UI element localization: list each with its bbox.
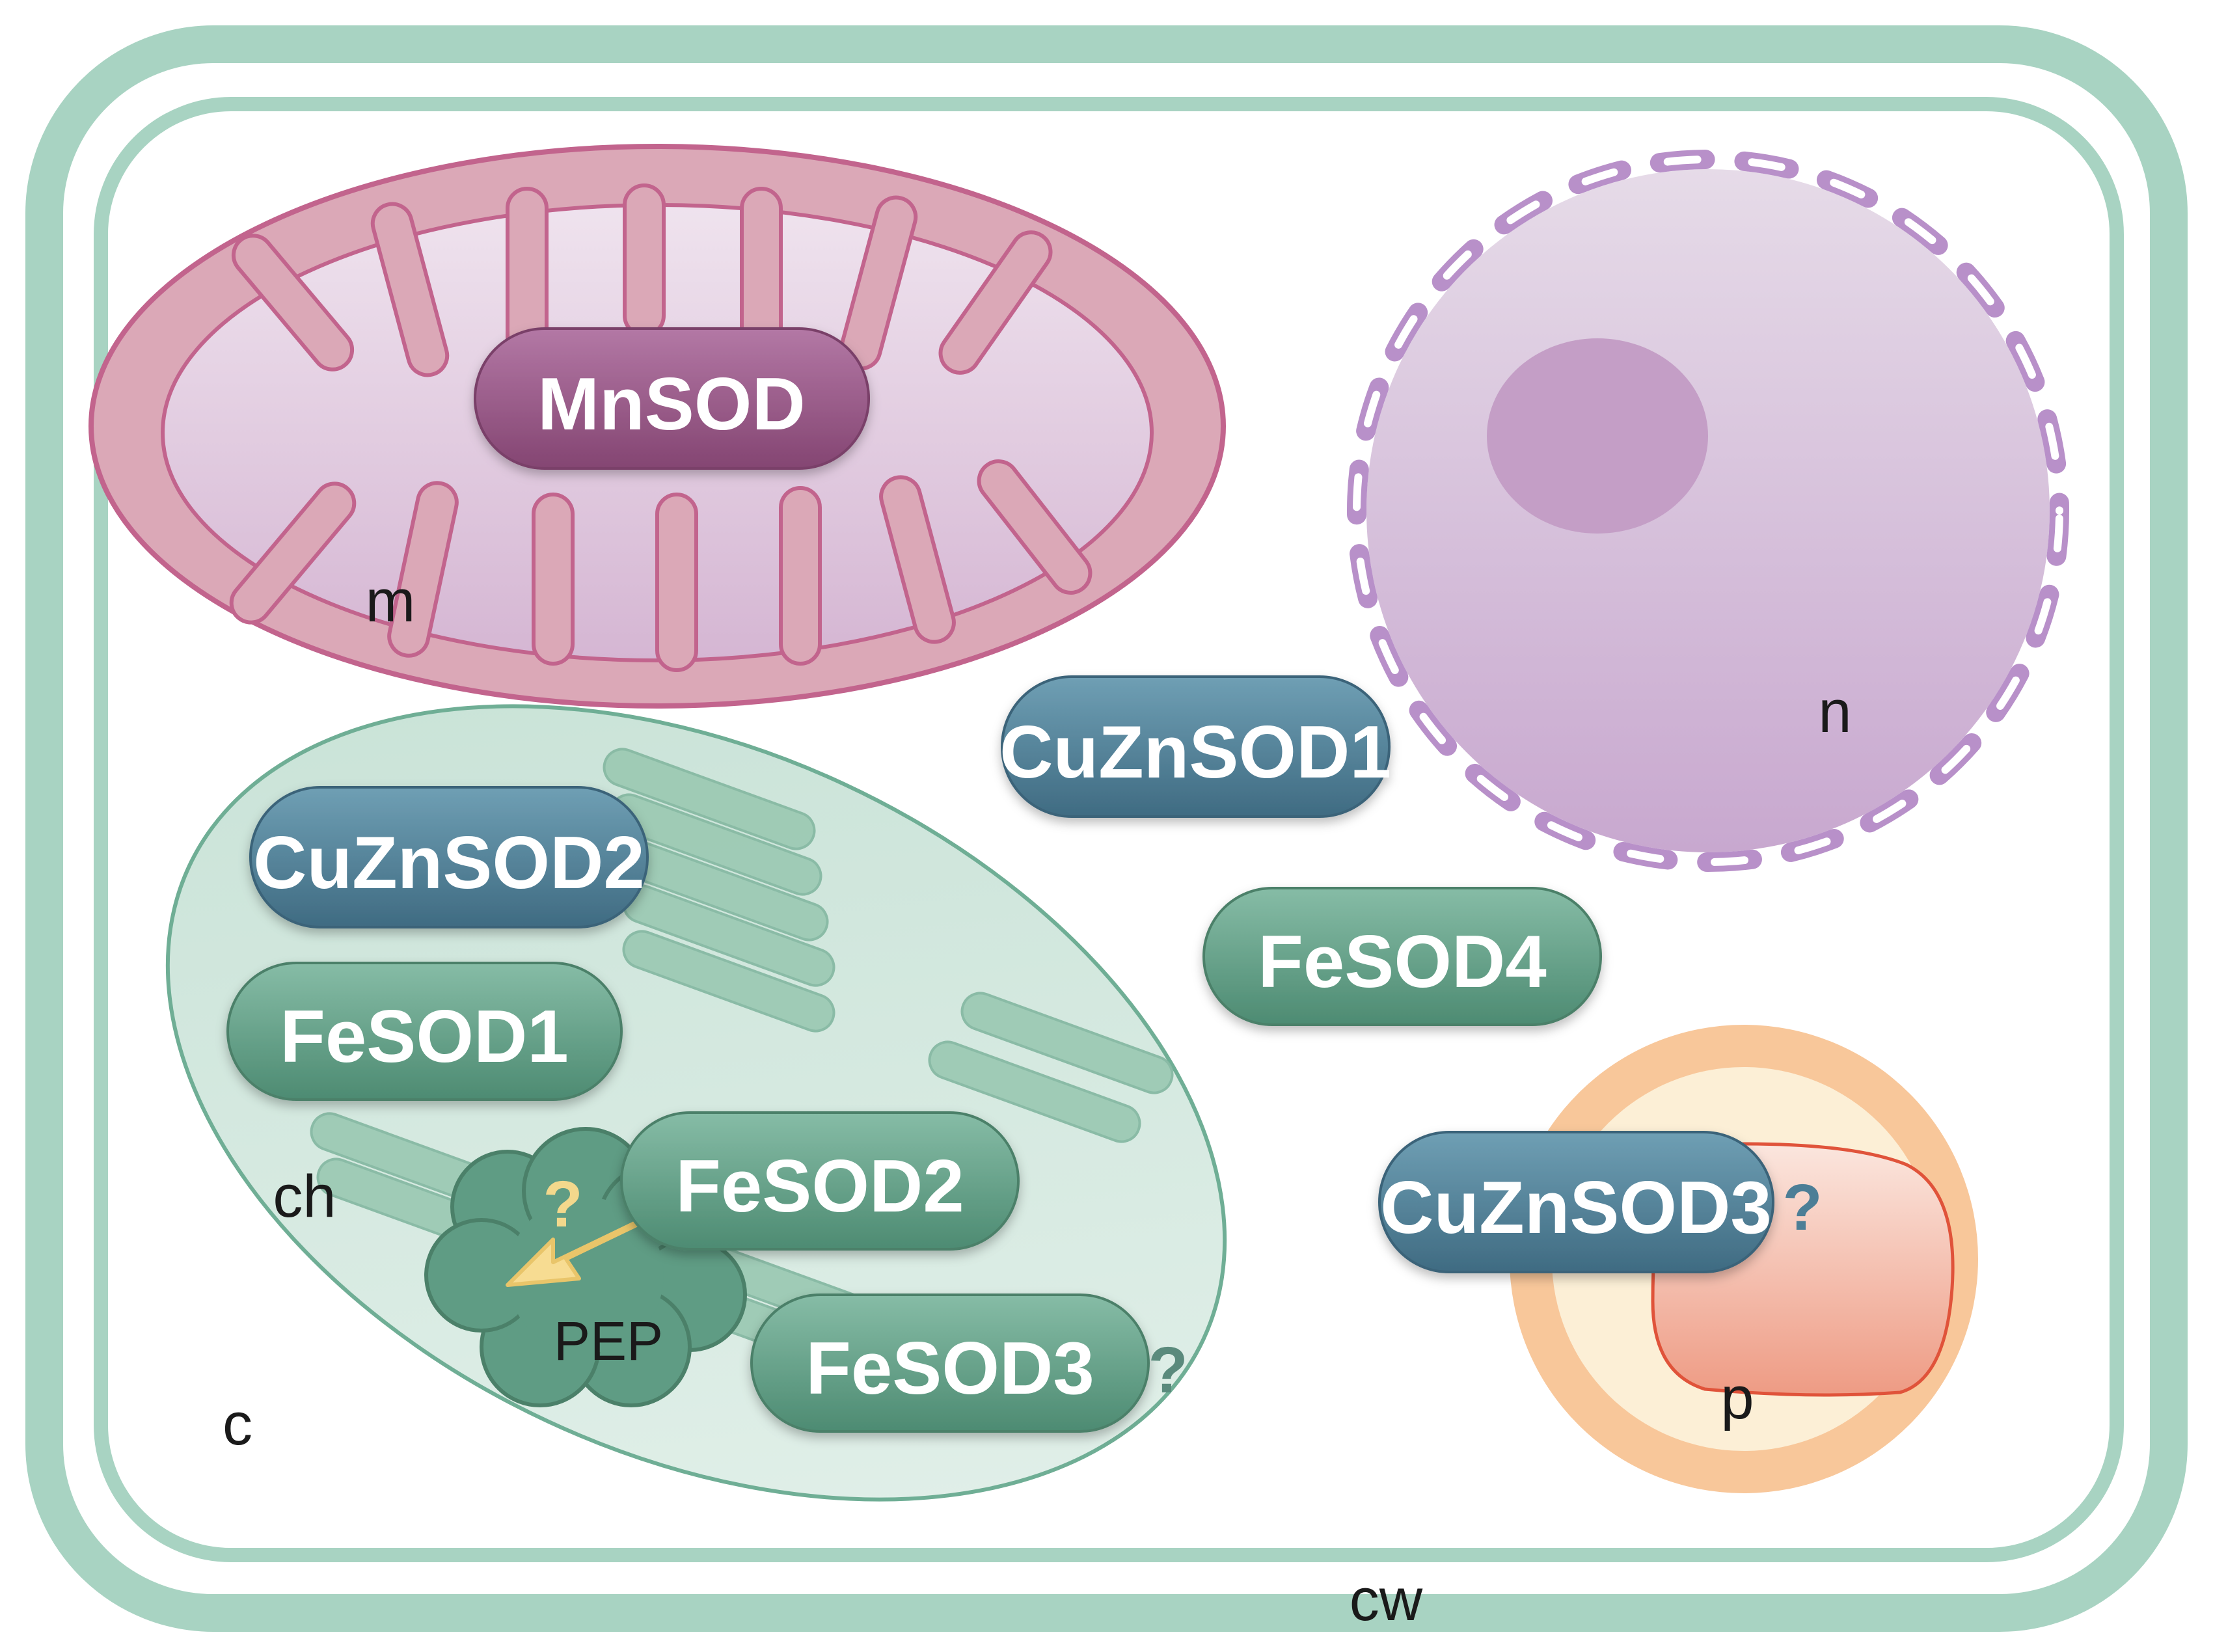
label-pep: PEP: [554, 1310, 663, 1372]
label-mitochondrion: m: [366, 568, 416, 634]
fesod3-pill: FeSOD3: [750, 1293, 1150, 1433]
fesod1-label: FeSOD1: [280, 995, 568, 1078]
fesod3-question-mark: ?: [1148, 1334, 1188, 1407]
fesod4-label: FeSOD4: [1258, 921, 1546, 1003]
cuznsod1-label: CuZnSOD1: [999, 711, 1391, 794]
fesod4-pill: FeSOD4: [1202, 887, 1602, 1026]
cell-wall: [25, 25, 2188, 1632]
cuznsod3-question-mark: ?: [1782, 1171, 1822, 1244]
fesod2-pill: FeSOD2: [620, 1111, 1020, 1251]
mnsod-pill: MnSOD: [474, 327, 870, 470]
pep-question-mark: ?: [543, 1168, 582, 1241]
mnsod-label: MnSOD: [537, 363, 806, 446]
cuznsod3-pill: CuZnSOD3: [1378, 1131, 1774, 1273]
cuznsod1-pill: CuZnSOD1: [999, 675, 1391, 818]
fesod2-label: FeSOD2: [675, 1145, 964, 1228]
fesod3-label: FeSOD3: [806, 1327, 1094, 1410]
fesod1-pill: FeSOD1: [226, 962, 623, 1101]
label-cytosol: c: [223, 1391, 252, 1457]
cuznsod2-label: CuZnSOD2: [253, 822, 645, 904]
label-chloroplast: ch: [273, 1163, 336, 1230]
label-peroxisome: p: [1720, 1365, 1754, 1431]
cuznsod2-pill: CuZnSOD2: [249, 786, 649, 928]
label-cell-wall: cw: [1350, 1567, 1423, 1633]
cuznsod3-label: CuZnSOD3: [1380, 1167, 1772, 1249]
mitochondrion: [88, 144, 1226, 709]
nucleus: [1347, 150, 2069, 872]
pep-complex: [424, 1127, 747, 1407]
label-nucleus: n: [1818, 679, 1851, 745]
